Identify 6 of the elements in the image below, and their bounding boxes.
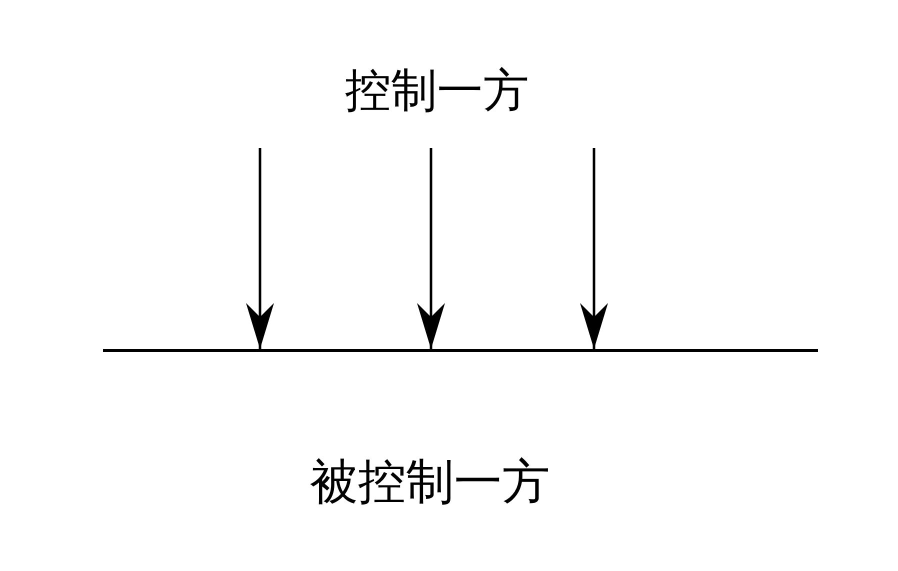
arrow	[580, 148, 608, 349]
arrow	[417, 148, 445, 349]
arrow	[246, 148, 274, 349]
horizontal-line	[103, 349, 818, 352]
heading-text: 控制一方	[317, 60, 557, 120]
label-text: 被控制一方	[309, 453, 551, 512]
